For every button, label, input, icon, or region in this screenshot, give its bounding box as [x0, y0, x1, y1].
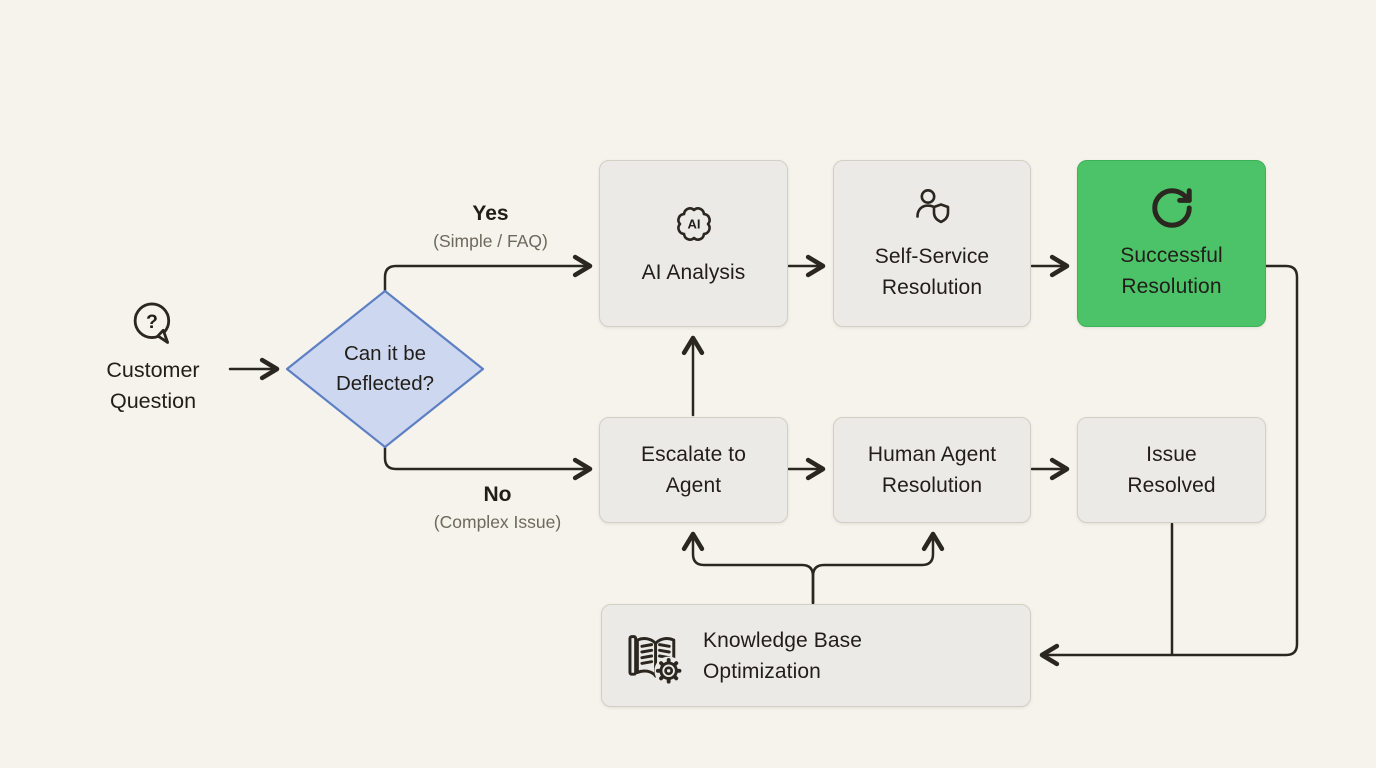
node-label-knowledge-base: Knowledge Base Optimization — [703, 628, 863, 683]
decision-diamond — [285, 289, 485, 449]
book-gear-icon — [628, 634, 683, 685]
yes-sublabel: (Simple / FAQ) — [433, 231, 548, 251]
ai-cloud-icon: AI — [676, 206, 711, 241]
node-label-issue-resolved: Issue Resolved — [1127, 443, 1216, 497]
edge-kb-to-escalate — [681, 531, 815, 605]
node-label-successful: Successful Resolution — [1120, 244, 1223, 298]
refresh-icon — [1151, 188, 1192, 228]
no-sublabel: (Complex Issue) — [433, 512, 562, 532]
edge-successful-to-kb — [1039, 264, 1299, 667]
branch-yes-label: Yes (Simple / FAQ) — [420, 200, 561, 254]
node-label-human-agent: Human Agent Resolution — [867, 443, 997, 497]
node-label-escalate: Escalate to Agent — [641, 443, 746, 497]
node-escalate-to-agent: Escalate to Agent — [599, 417, 788, 523]
node-self-service-resolution: Self-Service Resolution — [833, 160, 1031, 327]
edge-yes-to-ai-analysis — [383, 254, 593, 295]
no-label: No — [483, 483, 512, 506]
node-successful-resolution: Successful Resolution — [1077, 160, 1266, 327]
question-mark-glyph: ? — [146, 311, 158, 333]
edge-kb-to-human — [811, 531, 945, 605]
question-bubble-icon: ? — [133, 302, 171, 344]
node-ai-analysis: AI AI Analysis — [599, 160, 788, 327]
node-label-ai-analysis: AI Analysis — [641, 260, 746, 284]
ai-glyph: AI — [687, 216, 700, 231]
decision-label: Can it be Deflected? — [335, 342, 434, 395]
edge-no-to-escalate — [383, 443, 593, 481]
node-knowledge-base-optimization: Knowledge Base Optimization — [601, 604, 1031, 707]
node-issue-resolved: Issue Resolved — [1077, 417, 1266, 523]
user-shield-icon — [916, 189, 950, 224]
start-customer-question: ? Customer Question — [83, 298, 223, 417]
branch-no-label: No (Complex Issue) — [420, 481, 575, 535]
node-label-self-service: Self-Service Resolution — [874, 245, 990, 299]
yes-label: Yes — [472, 202, 509, 225]
start-label: Customer Question — [106, 358, 200, 413]
node-human-agent-resolution: Human Agent Resolution — [833, 417, 1031, 523]
